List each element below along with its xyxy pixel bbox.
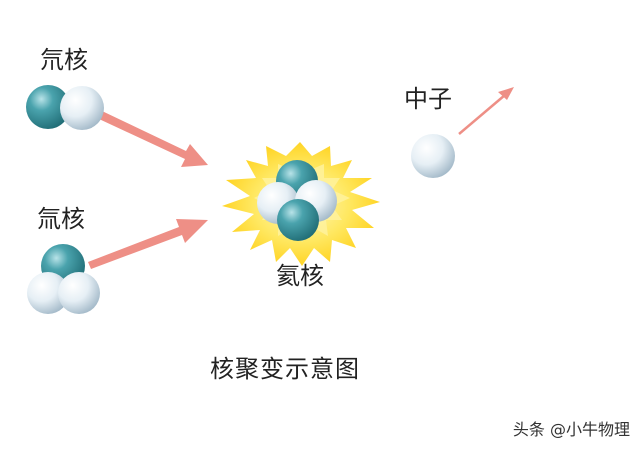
arrow-tritium-to-helium: [88, 219, 208, 269]
watermark: 头条 @小牛物理: [512, 420, 630, 439]
neutron: [60, 86, 104, 130]
neutron: [58, 272, 100, 314]
free-neutron: [411, 134, 455, 178]
neutron: [27, 272, 69, 314]
proton: [277, 199, 319, 241]
arrow-deuterium-to-helium: [99, 111, 208, 167]
diagram-caption: 核聚变示意图: [210, 355, 360, 383]
proton: [26, 85, 70, 129]
deuterium-nucleus: [26, 85, 104, 130]
label-tritium: 氚核: [37, 205, 85, 233]
label-deuterium: 氘核: [40, 46, 88, 74]
helium-nucleus: [257, 160, 337, 241]
label-neutron: 中子: [404, 85, 452, 113]
label-helium: 氦核: [276, 262, 324, 290]
tritium-nucleus: [27, 244, 100, 314]
arrow-neutron-out: [458, 87, 514, 135]
